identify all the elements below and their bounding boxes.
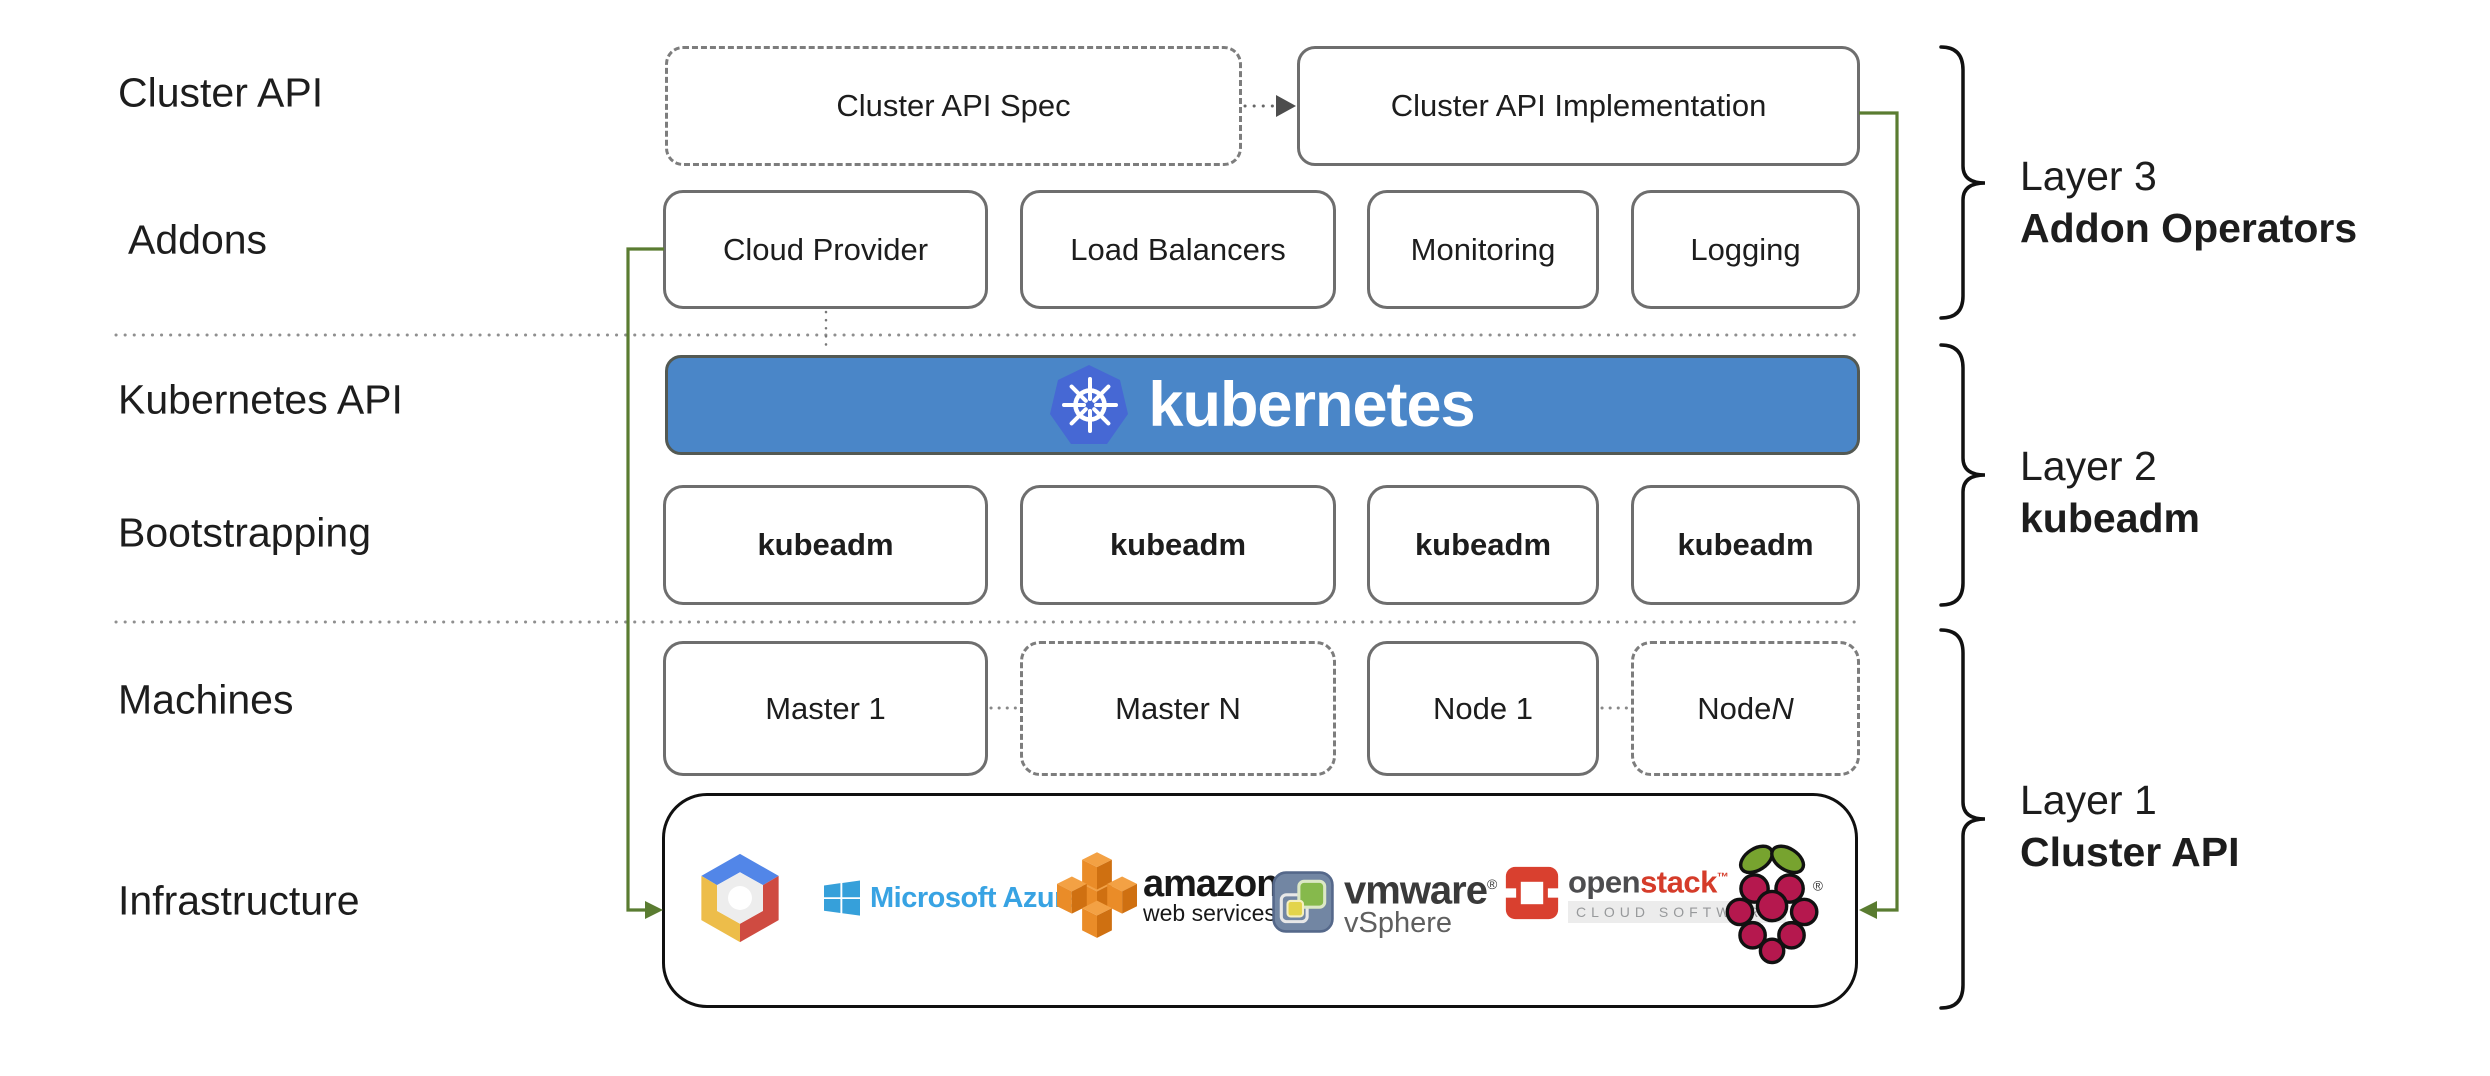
green-arrowhead-left	[645, 901, 663, 919]
kubeadm-box-1: kubeadm	[663, 485, 988, 605]
vsphere-text: vSphere	[1344, 907, 1453, 940]
microsoft-azure-logo: Microsoft Azure	[824, 880, 1081, 916]
machine-box-master-n: Master N	[1020, 641, 1336, 776]
microsoft-window-icon	[824, 880, 860, 916]
machine-label: Node 1	[1433, 690, 1533, 726]
azure-wordmark: Microsoft Azure	[870, 881, 1081, 914]
kubernetes-logo-icon	[1050, 363, 1130, 447]
amazon-web-services-logo: amazon web services	[1057, 852, 1279, 940]
raspberry-pi-logo-icon: ®	[1724, 836, 1824, 982]
machine-label: Master 1	[765, 690, 886, 726]
registered-mark: ®	[1813, 879, 1823, 894]
vsphere-icon	[1272, 871, 1334, 933]
machine-box-master-1: Master 1	[663, 641, 988, 776]
vmware-vsphere-logo: vmware® vSphere	[1272, 866, 1497, 940]
kubeadm-box-4: kubeadm	[1631, 485, 1860, 605]
vmware-wordmark: vmware®	[1344, 868, 1497, 913]
aws-web-services-text: web services	[1143, 900, 1276, 926]
addon-box-logging: Logging	[1631, 190, 1860, 309]
kubeadm-box-3: kubeadm	[1367, 485, 1599, 605]
registered-mark: ®	[1486, 876, 1497, 892]
addon-box-cloud-provider: Cloud Provider	[663, 190, 988, 309]
infrastructure-box	[662, 793, 1858, 1008]
machine-label: Master N	[1115, 690, 1241, 726]
kubeadm-box-2: kubeadm	[1020, 485, 1336, 605]
layer-3-bracket	[1939, 45, 1986, 320]
row-label-cluster-api: Cluster API	[118, 69, 324, 116]
layer-2-label: Layer 2 kubeadm	[2020, 443, 2200, 541]
openstack-wordmark: openstack™	[1568, 864, 1729, 900]
machine-box-node-1: Node 1	[1367, 641, 1599, 776]
cluster-api-spec-box: Cluster API Spec	[665, 46, 1242, 166]
google-cloud-platform-logo-icon	[694, 852, 786, 944]
trademark-mark: ™	[1716, 870, 1729, 884]
addon-box-load-balancers: Load Balancers	[1020, 190, 1336, 309]
spec-to-impl-arrowhead	[1276, 95, 1296, 117]
openstack-icon	[1504, 865, 1560, 921]
machine-label: Node	[1697, 690, 1772, 726]
row-label-machines: Machines	[118, 676, 294, 723]
row-label-infrastructure: Infrastructure	[118, 877, 360, 924]
amazon-wordmark: amazon	[1143, 863, 1279, 905]
machine-box-node-n: Node N	[1631, 641, 1860, 776]
row-label-addons: Addons	[128, 216, 268, 263]
row-label-kubernetes-api: Kubernetes API	[118, 376, 403, 423]
addon-box-monitoring: Monitoring	[1367, 190, 1599, 309]
cluster-api-implementation-box: Cluster API Implementation	[1297, 46, 1860, 166]
green-arrowhead-right	[1859, 901, 1877, 919]
row-label-bootstrapping: Bootstrapping	[118, 509, 372, 556]
layer-2-bracket	[1939, 343, 1986, 607]
green-connector-right	[1859, 111, 1899, 912]
layer-1-label: Layer 1 Cluster API	[2020, 777, 2240, 875]
green-connector-left	[626, 247, 664, 912]
layer-1-bracket	[1939, 628, 1986, 1010]
aws-cubes-icon	[1057, 852, 1137, 940]
kubernetes-wordmark: kubernetes	[1148, 370, 1475, 440]
kubernetes-banner: kubernetes	[665, 355, 1860, 455]
layer-3-label: Layer 3 Addon Operators	[2020, 153, 2358, 251]
